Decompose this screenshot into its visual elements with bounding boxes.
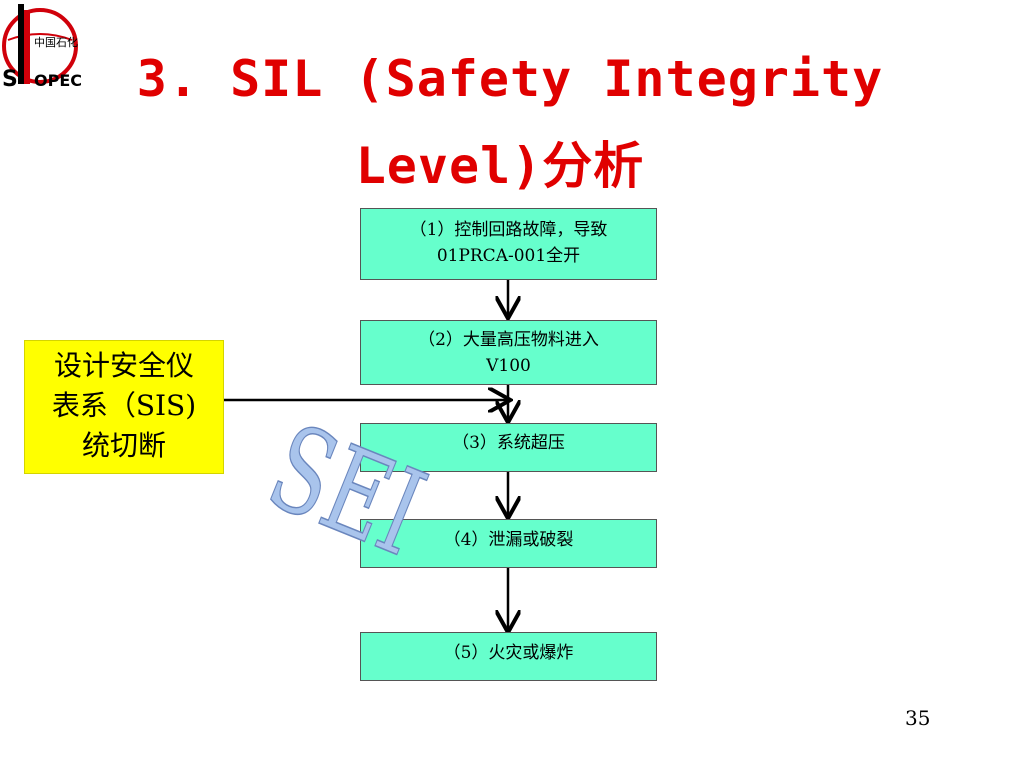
flow-step-4-line1: （4）泄漏或破裂	[443, 530, 574, 550]
slide-title-line1: 3. SIL (Safety Integrity	[136, 50, 884, 108]
svg-text:OPEC: OPEC	[34, 71, 82, 90]
sis-callout-line1: 设计安全仪	[53, 349, 194, 382]
flow-step-3: （3）系统超压	[360, 423, 657, 472]
sis-callout-line3: 统切断	[81, 429, 166, 462]
sei-watermark-text: SEI	[252, 398, 443, 582]
flow-step-3-line1: （3）系统超压	[452, 433, 565, 453]
flow-step-1-line2: 01PRCA-001全开	[436, 246, 581, 266]
svg-text:S: S	[2, 67, 18, 92]
flow-step-5: （5）火灾或爆炸	[360, 632, 657, 681]
flow-step-1-line1: （1）控制回路故障，导致	[409, 220, 608, 240]
slide-title-line2: Level)分析	[355, 137, 645, 195]
flow-step-5-line1: （5）火灾或爆炸	[443, 643, 574, 663]
svg-text:中国石化: 中国石化	[34, 35, 78, 49]
flow-step-1: （1）控制回路故障，导致 01PRCA-001全开	[360, 208, 657, 280]
flow-step-2-line1: （2）大量高压物料进入	[418, 330, 599, 350]
flow-step-2-line2: V100	[486, 356, 531, 376]
sinopec-logo: 中国石化 S OPEC	[2, 4, 82, 92]
flow-step-2: （2）大量高压物料进入 V100	[360, 320, 657, 385]
page-number: 35	[905, 706, 931, 730]
sis-callout: 设计安全仪 表系（SIS) 统切断	[24, 340, 224, 474]
flow-step-4: （4）泄漏或破裂	[360, 519, 657, 568]
sis-callout-line2: 表系（SIS)	[51, 389, 197, 422]
